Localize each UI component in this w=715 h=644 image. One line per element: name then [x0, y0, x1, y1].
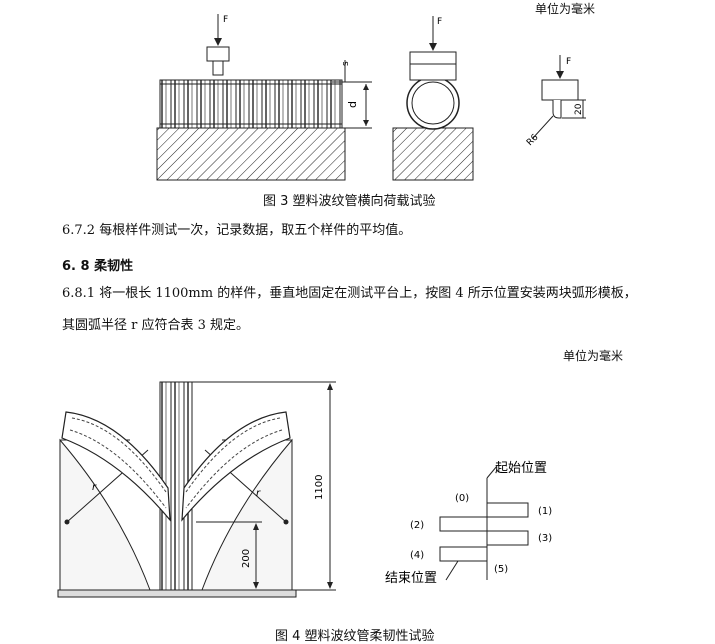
fig4-start-position: 起始位置 [495, 461, 547, 476]
fig4-caption: 图 4 塑料波纹管柔韧性试验 [275, 629, 435, 644]
fig4-pos-rect-3 [486, 530, 529, 546]
fig4-pos4: (4) [410, 550, 424, 561]
fig4-template-right [201, 438, 293, 591]
fig3-s-label: s [341, 61, 351, 66]
fig3-unit-note: 单位为毫米 [535, 2, 596, 16]
fig3-dim20: 20 [574, 103, 584, 115]
fig3-d-label: d [346, 101, 359, 108]
fig3-r6-label: R6 [525, 132, 541, 148]
fig4-pipe-bent-right [181, 411, 291, 522]
fig4-r-left: r [92, 482, 97, 493]
fig3-drawing: F s d F F 20 R6 [156, 14, 586, 181]
fig4-pos2: (2) [410, 520, 424, 531]
fig3-caption: 图 3 塑料波纹管横向荷载试验 [263, 194, 436, 209]
fig4-pos1: (1) [538, 506, 552, 517]
fig4-platform [57, 589, 297, 598]
fig4-pos-rect-2 [439, 516, 488, 532]
para-6-7-2: 6.7.2 每根样件测试一次，记录数据，取五个样件的平均值。 [62, 223, 412, 238]
fig3-force-label-right: F [566, 57, 571, 67]
fig4-pos3: (3) [538, 533, 552, 544]
fig4-pos-rect-1 [486, 502, 529, 518]
fig4-pipe-bent-left [61, 411, 171, 522]
fig4-r-right: r [256, 488, 261, 499]
fig4-dim1100: 1100 [314, 475, 325, 500]
fig4-drawing: r r 1100 200 起始位置 结束位置 (0) (1) (2) (3) (… [57, 381, 552, 598]
fig3-die-mid [409, 51, 457, 81]
fig4-pos5: (5) [494, 564, 508, 575]
fig4-dim200: 200 [241, 549, 252, 568]
para-6-8-1-line2: 其圆弧半径 r 应符合表 3 规定。 [62, 318, 250, 333]
fig4-end-position: 结束位置 [385, 571, 437, 586]
fig4-template-left [59, 438, 151, 591]
fig3-pipe-section [406, 76, 460, 130]
fig3-die-left [206, 46, 230, 62]
heading-6-8: 6. 8 柔韧性 [62, 259, 134, 274]
fig3-base-left [156, 127, 346, 181]
fig3-base-mid [392, 127, 474, 181]
fig3-force-label-left: F [223, 15, 228, 25]
para-6-8-1-line1: 6.8.1 将一根长 1100mm 的样件，垂直地固定在测试平台上，按图 4 所… [62, 286, 637, 301]
fig4-pos-rect-4 [439, 546, 488, 562]
fig3-force-label-mid: F [437, 17, 442, 27]
fig4-unit-note: 单位为毫米 [563, 349, 624, 363]
fig4-pos0: (0) [455, 493, 469, 504]
fig3-die-detail [541, 79, 579, 101]
fig3-pipe-side [159, 79, 343, 129]
